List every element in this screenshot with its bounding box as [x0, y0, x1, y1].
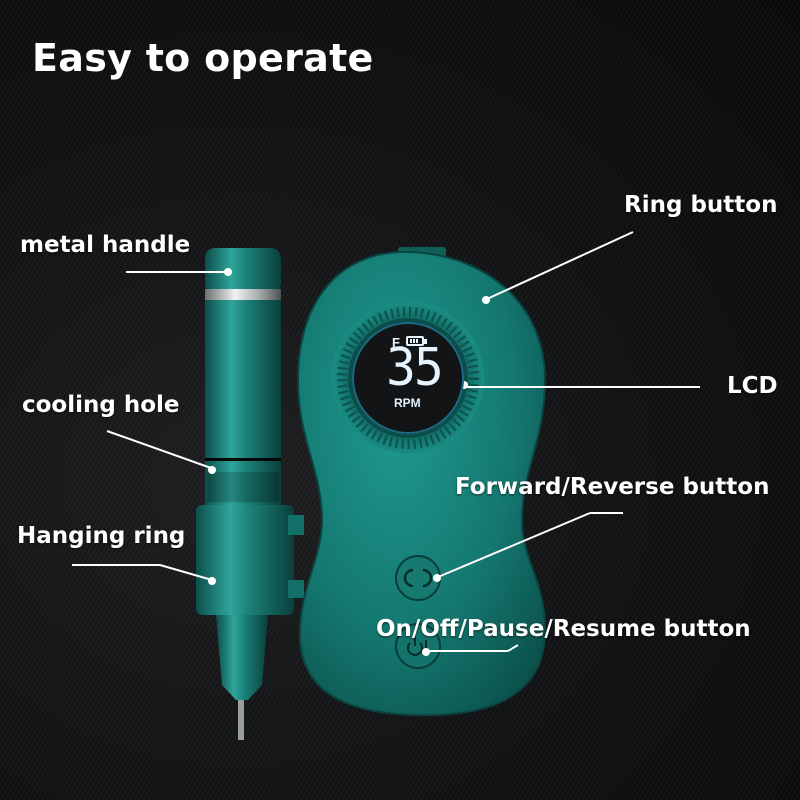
battery-icon-tip — [424, 339, 427, 344]
direction-indicator: F — [392, 335, 400, 350]
callout-ring-button: Ring button — [624, 192, 778, 218]
speed-unit: RPM — [394, 396, 421, 410]
callout-metal-handle: metal handle — [20, 232, 191, 258]
callout-lcd: LCD — [727, 373, 778, 399]
callout-leaders — [72, 231, 700, 656]
callout-hanging-ring: Hanging ring — [17, 523, 186, 549]
callout-power-button: On/Off/Pause/Resume button — [376, 616, 751, 642]
speed-value: 35 — [386, 338, 444, 398]
battery-icon — [406, 336, 424, 346]
callout-cooling-hole: cooling hole — [22, 392, 180, 418]
headline: Easy to operate — [32, 36, 374, 80]
lcd-screen: F 35 RPM — [352, 322, 464, 434]
pen-handpiece — [196, 248, 304, 740]
callout-forward-reverse-button: Forward/Reverse button — [455, 474, 770, 500]
